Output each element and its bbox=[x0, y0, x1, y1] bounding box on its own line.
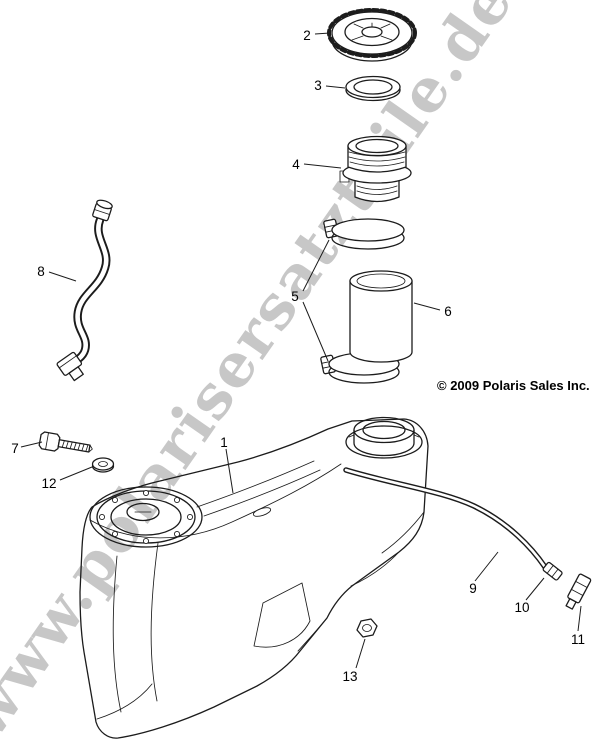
part-10-fitting bbox=[542, 561, 563, 581]
part-1-fuel-tank bbox=[79, 416, 429, 739]
filler-neck-boss bbox=[345, 416, 423, 459]
vent-line-bottom-connector bbox=[56, 351, 84, 382]
tank-outline bbox=[79, 418, 429, 739]
part-5-clamp-upper bbox=[323, 218, 405, 250]
callout-10: 10 bbox=[514, 600, 529, 615]
part-3-seal-ring bbox=[345, 75, 401, 102]
callout-12: 12 bbox=[41, 476, 56, 491]
vent-line-top-connector bbox=[92, 199, 113, 222]
part-7-bolt bbox=[38, 431, 93, 453]
callout-2: 2 bbox=[303, 28, 311, 43]
callout-1: 1 bbox=[220, 435, 228, 450]
part-13-nut bbox=[356, 618, 378, 638]
part-11-fitting bbox=[565, 573, 592, 610]
part-2-fuel-cap bbox=[327, 8, 417, 62]
callout-8: 8 bbox=[37, 264, 45, 279]
callout-3: 3 bbox=[314, 78, 322, 93]
callout-13: 13 bbox=[342, 669, 357, 684]
part-9-fuel-line bbox=[343, 467, 548, 570]
callout-7: 7 bbox=[11, 441, 19, 456]
callout-4: 4 bbox=[292, 157, 300, 172]
part-6-hose bbox=[349, 270, 413, 363]
leader-lines bbox=[20, 32, 582, 669]
part-8-vent-line bbox=[56, 199, 113, 382]
callout-9: 9 bbox=[469, 581, 477, 596]
callout-6: 6 bbox=[444, 304, 452, 319]
part-4-filler-neck bbox=[339, 135, 412, 203]
fuel-pump-flange bbox=[89, 486, 203, 548]
copyright-notice: © 2009 Polaris Sales Inc. bbox=[437, 378, 590, 393]
callout-5: 5 bbox=[291, 289, 299, 304]
part-12-washer bbox=[91, 457, 115, 473]
callout-11: 11 bbox=[571, 632, 585, 647]
